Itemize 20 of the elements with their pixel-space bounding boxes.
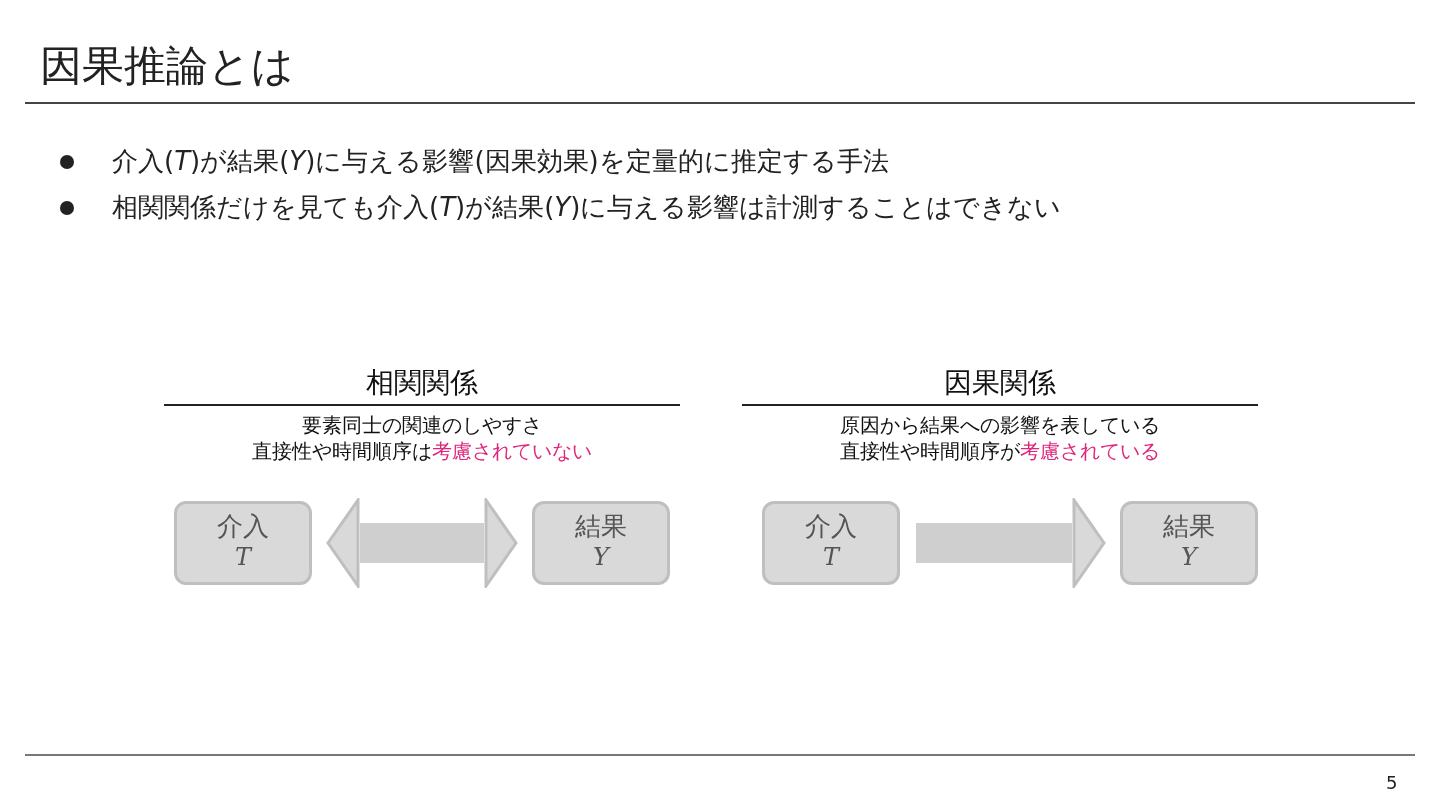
bullet-text: 介入(T)が結果(Y)に与える影響(因果効果)を定量的に推定する手法 (112, 145, 889, 178)
node-label: 介入 (217, 510, 269, 542)
node-label: 介入 (805, 510, 857, 542)
slide-title: 因果推論とは (40, 40, 294, 92)
variable-symbol: T (235, 542, 251, 572)
section-heading: 因果関係 (943, 365, 1057, 401)
description-text: 要素同士の関連のしやすさ (301, 412, 543, 439)
node-label: 結果 (575, 510, 627, 542)
concept-box (532, 501, 670, 585)
concept-box (1120, 501, 1258, 585)
concept-box (762, 501, 900, 585)
concept-box (174, 501, 312, 585)
variable-symbol: T (823, 542, 839, 572)
page-number: 5 (1386, 772, 1398, 793)
section-heading: 相関関係 (365, 365, 479, 401)
bullet-text: 相関関係だけを見ても介入(T)が結果(Y)に与える影響は計測することはできない (112, 191, 1062, 224)
variable-symbol: Y (1181, 542, 1197, 572)
variable-symbol: Y (593, 542, 609, 572)
node-label: 結果 (1163, 510, 1215, 542)
description-text: 原因から結果への影響を表している (839, 412, 1161, 439)
